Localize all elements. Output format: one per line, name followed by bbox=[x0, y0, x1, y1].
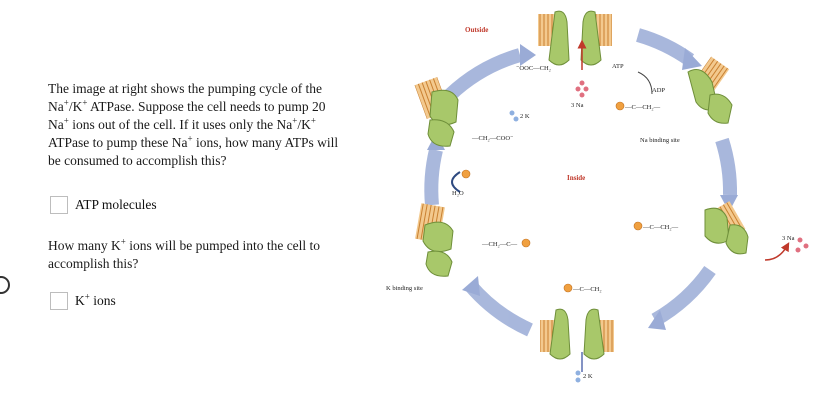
h2o-release-arrow bbox=[451, 171, 461, 193]
k-count-bottom: 2 K bbox=[583, 373, 593, 380]
answer-1-row: ATP molecules bbox=[50, 196, 157, 214]
q1-line5: be consumed to accomplish this? bbox=[48, 153, 227, 168]
k-binding-site-label: K binding site bbox=[386, 285, 423, 292]
q1-line2: Na+/K+ ATPase. Suppose the cell needs to… bbox=[48, 97, 326, 114]
pump-unit-left bbox=[414, 76, 459, 147]
question-1-text: The image at right shows the pumping cyc… bbox=[48, 80, 378, 170]
arrowhead-5 bbox=[462, 276, 480, 296]
cycle-arrow-bottom-right bbox=[651, 265, 716, 327]
q1-line1: The image at right shows the pumping cyc… bbox=[48, 81, 323, 96]
k-answer-input[interactable] bbox=[50, 292, 68, 310]
phosphate-icon-free bbox=[461, 169, 471, 179]
cycle-arrow-top-right bbox=[635, 28, 695, 66]
na-binding-site-label: Na binding site bbox=[640, 137, 680, 144]
phosphate-icon-adp bbox=[615, 101, 625, 111]
carboxyl-left-label: —CH₂—COO⁻ bbox=[471, 135, 514, 142]
atp-answer-input[interactable] bbox=[50, 196, 68, 214]
phospho-adp-label: —C—CH₂— bbox=[624, 104, 661, 111]
question-2-text: How many K+ ions will be pumped into the… bbox=[48, 237, 368, 273]
answer-2-row: K+ ions bbox=[50, 292, 116, 310]
pump-unit-top-right bbox=[687, 56, 733, 124]
pump-unit-top bbox=[538, 10, 612, 66]
atp-answer-label: ATP molecules bbox=[75, 197, 157, 212]
q2-line2: accomplish this? bbox=[48, 256, 139, 271]
potassium-ions-bottom bbox=[575, 370, 581, 383]
inside-label: Inside bbox=[567, 174, 585, 182]
phosphate-icon-left bbox=[521, 238, 531, 248]
arrowhead-1 bbox=[520, 44, 536, 66]
sodium-ions-right bbox=[795, 237, 809, 253]
q2-line1: How many K+ ions will be pumped into the… bbox=[48, 236, 321, 253]
phospho-bottom-label: —C—CH₂ bbox=[572, 286, 602, 293]
nav-circle-indicator[interactable] bbox=[0, 276, 10, 294]
na-k-atpase-cycle-diagram: Outside Inside ATP ADP ⁻OOC—CH₂ 3 Na 2 K… bbox=[386, 10, 809, 383]
carboxyl-top-label: ⁻OOC—CH₂ bbox=[516, 65, 551, 72]
outside-label: Outside bbox=[465, 26, 488, 34]
q1-line3: Na+ ions out of the cell. If it uses onl… bbox=[48, 115, 316, 132]
k-count-left: 2 K bbox=[520, 113, 530, 120]
atp-label: ATP bbox=[612, 63, 624, 70]
na-count-top: 3 Na bbox=[571, 102, 584, 109]
pump-unit-bottom bbox=[540, 308, 614, 360]
arrowhead-4 bbox=[648, 310, 666, 330]
phospho-left-label: —CH₂—C— bbox=[481, 241, 518, 248]
cycle-arrow-top-left bbox=[445, 48, 523, 101]
na-release-arrow bbox=[764, 242, 790, 261]
adp-label: ADP bbox=[652, 87, 665, 94]
phospho-right-label: —C—CH₂— bbox=[642, 224, 679, 231]
phosphate-icons bbox=[461, 101, 643, 293]
k-answer-label: K+ ions bbox=[75, 291, 116, 308]
pump-unit-bottom-left bbox=[415, 203, 454, 277]
phosphate-icon-right bbox=[633, 221, 643, 231]
cycle-arrow-left bbox=[424, 148, 443, 206]
sodium-ions-top bbox=[575, 80, 589, 98]
potassium-ions-left bbox=[509, 110, 519, 122]
na-count-right: 3 Na bbox=[782, 235, 795, 242]
atp-to-adp-arrow bbox=[637, 71, 653, 95]
q1-line4: ATPase to pump these Na+ ions, how many … bbox=[48, 133, 339, 150]
cycle-arrow-right bbox=[715, 137, 738, 196]
phosphate-icon-bottom bbox=[563, 283, 573, 293]
pump-unit-right bbox=[704, 201, 749, 255]
arrowhead-2 bbox=[682, 48, 702, 70]
h2o-label: H₂O bbox=[452, 190, 464, 197]
